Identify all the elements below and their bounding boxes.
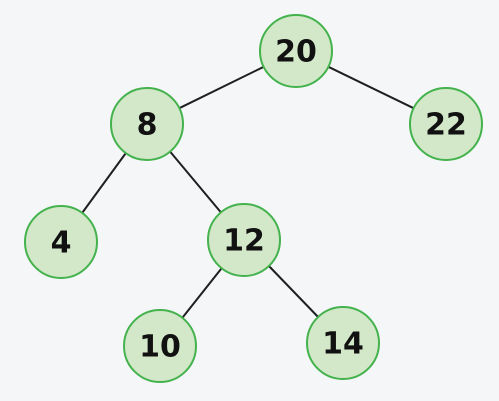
tree-node-4: 4 — [24, 205, 98, 279]
tree-node-14: 14 — [306, 306, 380, 380]
tree-node-8: 8 — [110, 87, 184, 161]
node-circle — [306, 306, 380, 380]
node-label: 4 — [51, 226, 72, 261]
node-label: 14 — [322, 327, 364, 362]
edge-12-to-14 — [267, 265, 320, 318]
tree-nodes: 20 8 22 4 12 10 14 — [24, 14, 483, 383]
node-label: 8 — [137, 108, 158, 143]
edge-12-to-10 — [181, 267, 223, 319]
edge-8-to-4 — [81, 152, 127, 214]
node-circle — [24, 205, 98, 279]
node-circle — [123, 309, 197, 383]
edge-20-to-22 — [327, 65, 415, 110]
tree-node-20: 20 — [259, 14, 333, 88]
node-circle — [110, 87, 184, 161]
edge-8-to-12 — [169, 150, 222, 214]
tree-edges — [81, 65, 415, 319]
node-label: 20 — [275, 35, 317, 70]
tree-node-22: 22 — [409, 87, 483, 161]
edge-20-to-8 — [178, 65, 265, 110]
node-label: 12 — [223, 224, 265, 259]
node-circle — [409, 87, 483, 161]
node-circle — [259, 14, 333, 88]
node-circle — [207, 203, 281, 277]
node-label: 22 — [425, 108, 467, 143]
node-label: 10 — [139, 330, 181, 365]
tree-node-12: 12 — [207, 203, 281, 277]
tree-node-10: 10 — [123, 309, 197, 383]
